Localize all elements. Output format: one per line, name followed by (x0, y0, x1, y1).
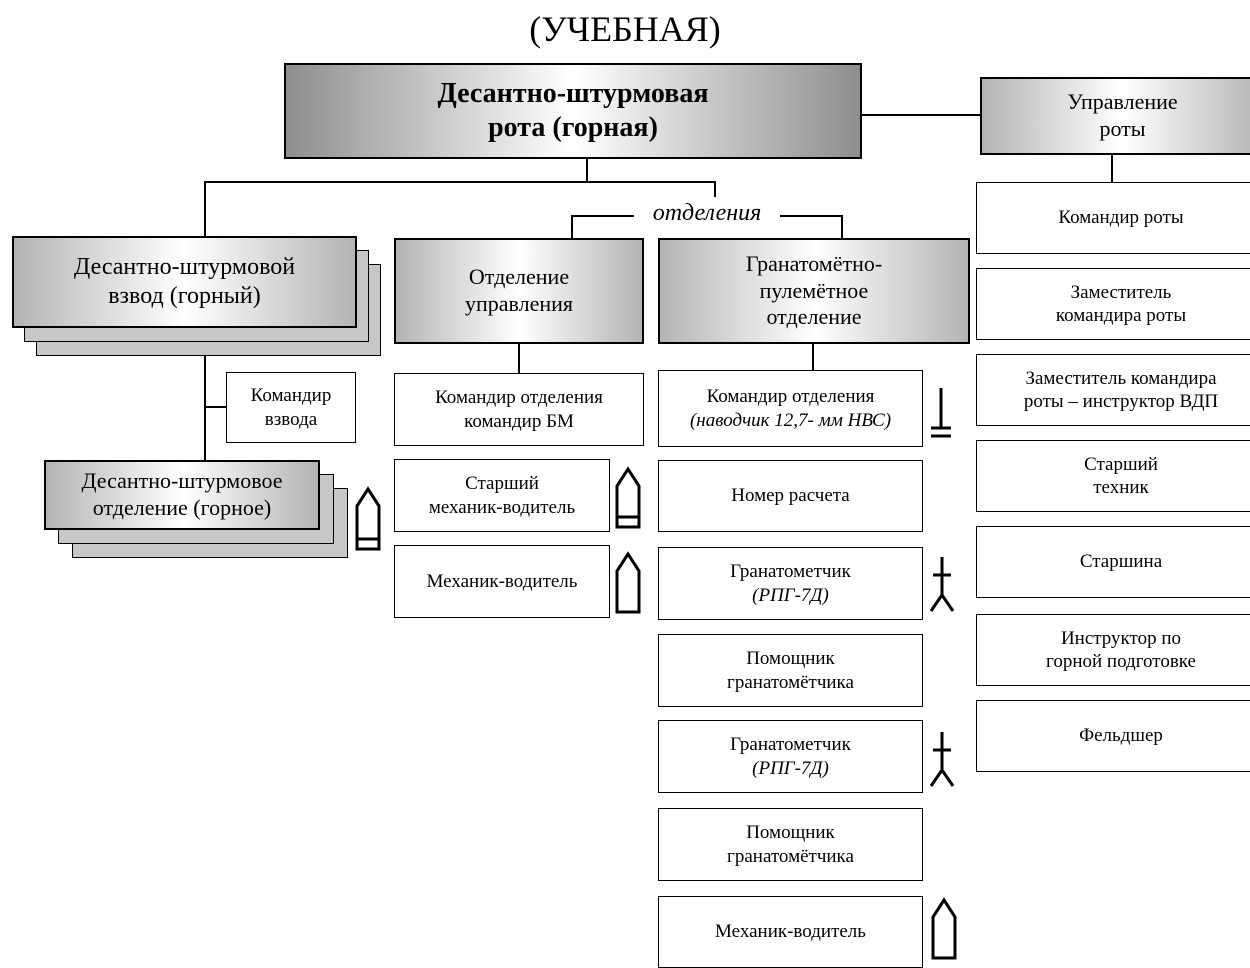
connector-line (518, 344, 520, 374)
grenadier-1-line2: (РПГ-7Д) (752, 584, 829, 606)
grenadier-2-line1: Гранатометчик (730, 734, 851, 756)
assistant-1-line1: Помощник (746, 648, 835, 670)
company-box: Десантно-штурмовая рота (горная) (284, 63, 862, 159)
senior-technician-line1: Старший (1084, 453, 1158, 475)
grenadier-1-line1: Гранатометчик (730, 561, 851, 583)
platoon-box-line1: Десантно-штурмовой (73, 253, 296, 280)
mountain-instructor-line2: горной подготовке (1046, 651, 1196, 672)
platoon-commander-line2: взвода (264, 408, 318, 430)
senior-driver-line1: Старший (465, 473, 539, 495)
grenade-squad-line1: Гранатомётно- (745, 250, 883, 276)
deputy-commander-box: Заместитель командира роты (976, 268, 1250, 340)
sergeant-major-line1: Старшина (1079, 551, 1163, 573)
deputy-instructor-line1: Заместитель командира (1025, 367, 1217, 389)
grenadier-2-line2: (РПГ-7Д) (752, 757, 829, 779)
diagram-title: (УЧЕБНАЯ) (529, 9, 721, 49)
control-squad-commander-line1: Командир отделения (435, 387, 603, 409)
grenade-squad-commander-box: Командир отделения (наводчик 12,7- мм НВ… (658, 370, 923, 447)
platoon-box: Десантно-штурмовой взвод (горный) (12, 236, 357, 328)
connector-line (841, 215, 843, 239)
vehicle-icon (615, 466, 641, 529)
company-commander-box: Командир роты (976, 182, 1250, 254)
grenade-launcher-icon (929, 732, 955, 787)
assistant-2-box: Помощник гранатомётчика (658, 808, 923, 881)
connector-line (204, 406, 226, 408)
connector-line (204, 181, 716, 183)
assistant-2-line2: гранатомётчика (727, 845, 854, 867)
connector-line (586, 158, 588, 182)
platoon-box-line2: взвод (горный) (108, 283, 261, 309)
crew-number-line1: Номер расчета (731, 485, 850, 507)
vehicle-icon (931, 897, 957, 960)
senior-driver-line2: механик-водитель (428, 496, 576, 518)
deputy-instructor-line2: роты – инструктор ВДП (1023, 391, 1219, 412)
deputy-line2: командира роты (1055, 305, 1187, 326)
grenade-squad-line2: пулемётное (759, 277, 869, 303)
assistant-1-line2: гранатомётчика (727, 671, 854, 693)
grenade-commander-line1: Командир отделения (706, 386, 875, 408)
grenade-driver-line1: Механик-водитель (715, 921, 866, 943)
control-driver-line1: Механик-водитель (426, 570, 578, 592)
platoon-commander-box: Командир взвода (226, 372, 356, 443)
grenade-launcher-icon (929, 557, 955, 612)
control-driver-box: Механик-водитель (394, 545, 610, 618)
connector-line (1111, 154, 1113, 182)
assault-squad-line2: отделение (горное) (92, 495, 272, 520)
machine-gun-icon (931, 388, 951, 438)
grenade-squad-line3: отделение (766, 304, 862, 330)
grenadier-2-box: Гранатометчик (РПГ-7Д) (658, 720, 923, 793)
control-squad-box: Отделение управления (394, 238, 644, 344)
control-squad-line2: управления (464, 291, 574, 316)
company-commander-line1: Командир роты (1058, 207, 1184, 229)
control-squad-line1: Отделение (468, 264, 570, 290)
connector-line (571, 215, 573, 239)
control-squad-commander-line2: командир БМ (464, 410, 574, 432)
grenade-commander-line2: (наводчик 12,7- мм НВС) (689, 409, 892, 431)
assault-squad-box: Десантно-штурмовое отделение (горное) (44, 460, 320, 530)
crew-number-box: Номер расчета (658, 460, 923, 532)
grenade-squad-box: Гранатомётно- пулемётное отделение (658, 238, 970, 344)
vehicle-icon (615, 551, 641, 614)
company-box-line2: рота (горная) (488, 112, 658, 143)
deputy-instructor-box: Заместитель командира роты – инструктор … (976, 354, 1250, 426)
control-squad-commander-box: Командир отделения командир БМ (394, 373, 644, 446)
mountain-instructor-line1: Инструктор по (1060, 627, 1182, 649)
company-box-line1: Десантно-штурмовая (437, 77, 709, 109)
sergeant-major-box: Старшина (976, 526, 1250, 598)
company-management-box: Управление роты (980, 77, 1250, 155)
assault-squad-line1: Десантно-штурмовое (81, 468, 283, 494)
senior-driver-box: Старший механик-водитель (394, 459, 610, 532)
senior-technician-box: Старший техник (976, 440, 1250, 512)
squads-label: отделения (634, 200, 780, 227)
deputy-line1: Заместитель (1070, 281, 1172, 303)
platoon-commander-line1: Командир (250, 385, 332, 407)
medic-line1: Фельдшер (1079, 725, 1163, 747)
assistant-2-line1: Помощник (746, 822, 835, 844)
senior-technician-line2: техник (1093, 477, 1149, 498)
company-management-line1: Управление (1067, 89, 1178, 115)
connector-line (812, 344, 814, 370)
assistant-1-box: Помощник гранатомётчика (658, 634, 923, 707)
connector-line (860, 114, 980, 116)
mountain-instructor-box: Инструктор по горной подготовке (976, 614, 1250, 686)
connector-line (204, 181, 206, 237)
grenade-driver-box: Механик-водитель (658, 896, 923, 968)
grenadier-1-box: Гранатометчик (РПГ-7Д) (658, 547, 923, 620)
company-management-line2: роты (1099, 116, 1146, 141)
vehicle-icon (355, 486, 381, 551)
connector-line (714, 181, 716, 197)
medic-box: Фельдшер (976, 700, 1250, 772)
